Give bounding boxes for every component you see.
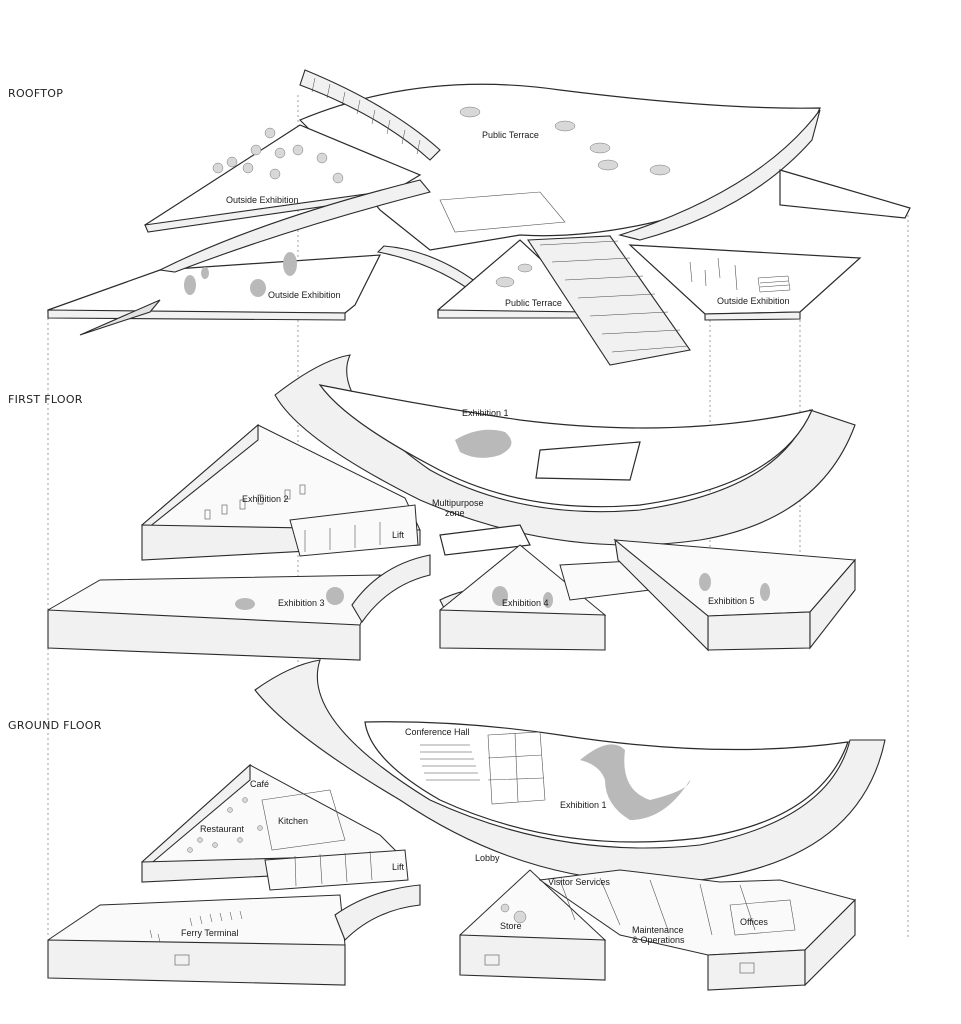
first-floor-level: FIRST FLOOR Exhibition 1 Exhibition 2 Li…: [8, 354, 857, 661]
label-ground-exhibition-1: Exhibition 1: [560, 800, 607, 810]
restaurant-tables: [187, 797, 263, 853]
first-sculpture: [455, 429, 512, 458]
rooftop-right-curve: [617, 109, 821, 241]
rooftop-stair-ramp: [527, 235, 691, 366]
label-first-multipurpose-2: zone: [445, 508, 465, 518]
label-first-exhibition-4: Exhibition 4: [502, 598, 549, 608]
label-ground-ferry-terminal: Ferry Terminal: [181, 928, 238, 938]
label-first-exhibition-5: Exhibition 5: [708, 596, 755, 606]
label-outside-exhibition-bottom: Outside Exhibition: [268, 290, 341, 300]
first-ribbon-floor: [318, 384, 814, 508]
label-ground-offices: Offices: [740, 917, 768, 927]
label-public-terrace-top: Public Terrace: [482, 130, 539, 140]
label-outside-exhibition-left: Outside Exhibition: [226, 195, 299, 205]
ground-sculpture: [580, 744, 690, 820]
label-ground-maintenance-2: & Operations: [632, 935, 685, 945]
label-ground-conference-hall: Conference Hall: [405, 727, 470, 737]
label-ground-store: Store: [500, 921, 522, 931]
label-ground-lobby: Lobby: [475, 853, 500, 863]
label-ground-maintenance-1: Maintenance: [632, 925, 684, 935]
ground-ferry-terminal-room: [47, 894, 346, 949]
first-floor-title: FIRST FLOOR: [8, 393, 83, 406]
conference-seating: [420, 744, 480, 781]
first-exhibit-panels: [204, 484, 306, 520]
label-public-terrace-bottom: Public Terrace: [505, 298, 562, 308]
label-ground-visitor-services: Visitor Services: [548, 877, 610, 887]
label-first-multipurpose-1: Multipurpose: [432, 498, 484, 508]
rooftop-level: ROOFTOP Public Terrace Outside Exhibitio…: [8, 69, 911, 366]
ferry-seating: [149, 910, 243, 943]
label-first-exhibition-2: Exhibition 2: [242, 494, 289, 504]
rooftop-title: ROOFTOP: [8, 87, 63, 100]
label-outside-exhibition-right: Outside Exhibition: [717, 296, 790, 306]
label-ground-cafe: Café: [250, 779, 269, 789]
ground-floor-level: GROUND FLOOR Conference Hall Exhibition …: [8, 659, 886, 991]
label-ground-lift: Lift: [392, 862, 405, 872]
label-ground-kitchen: Kitchen: [278, 816, 308, 826]
label-first-exhibition-1: Exhibition 1: [462, 408, 509, 418]
label-first-lift: Lift: [392, 530, 405, 540]
rooftop-curved-ramp: [299, 69, 441, 161]
label-first-exhibition-3: Exhibition 3: [278, 598, 325, 608]
label-ground-restaurant: Restaurant: [200, 824, 245, 834]
rooftop-outside-exhibition-bottom: [47, 254, 382, 314]
ground-ribbon-outer: [254, 659, 886, 883]
trees-group: [212, 127, 344, 184]
ground-floor-title: GROUND FLOOR: [8, 719, 102, 732]
animal-sculptures: [184, 252, 297, 297]
